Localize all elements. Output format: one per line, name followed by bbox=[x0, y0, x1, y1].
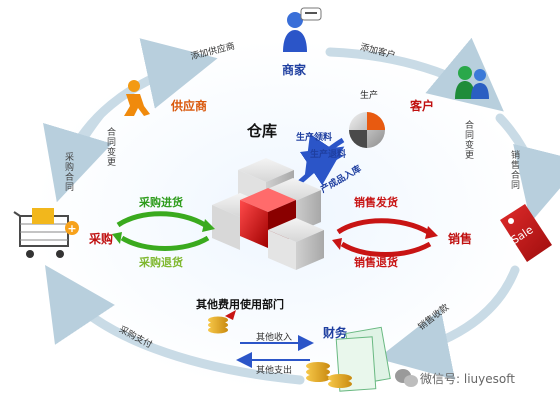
warehouse-label: 仓库 bbox=[247, 122, 278, 140]
production-sphere-icon bbox=[349, 112, 385, 148]
other-expense-coins-icon bbox=[208, 310, 236, 334]
purchase-contract-label: 采购合同 bbox=[63, 152, 73, 192]
customer-label: 客户 bbox=[410, 99, 435, 113]
ring-arc-finance-to-purchase bbox=[45, 265, 305, 385]
other-expense-dept-label: 其他费用使用部门 bbox=[196, 298, 284, 311]
sales-tag-icon: Sale bbox=[500, 204, 552, 262]
wechat-logo-icon bbox=[395, 369, 418, 387]
warehouse-cubes-icon bbox=[212, 158, 324, 270]
sales-return-arrow bbox=[340, 241, 432, 257]
customer-people-icon bbox=[455, 66, 489, 99]
purchase-in-label: 采购进货 bbox=[139, 196, 183, 209]
sales-ship-arrow bbox=[336, 218, 430, 235]
purchase-label: 采购 bbox=[89, 232, 114, 246]
sales-ship-label: 销售发货 bbox=[354, 196, 398, 209]
sales-label: 销售 bbox=[448, 232, 473, 246]
finance-label: 财务 bbox=[323, 326, 348, 340]
merchant-person-icon bbox=[283, 7, 322, 52]
sales-return-label: 销售退货 bbox=[354, 256, 398, 269]
svg-text:+: + bbox=[67, 222, 76, 235]
production-return-label: 生产退料 bbox=[310, 150, 347, 160]
supplier-label: 供应商 bbox=[171, 99, 208, 113]
production-return-arrow bbox=[298, 146, 345, 186]
contract-change-right-label: 合同变更 bbox=[463, 120, 473, 160]
purchase-return-label: 采购退货 bbox=[139, 256, 183, 269]
purchase-in-arrow bbox=[116, 211, 207, 228]
ring-arc-customer-to-sales bbox=[495, 113, 560, 223]
other-expense-out-label: 其他支出 bbox=[256, 366, 293, 376]
watermark-text: 微信号: liuyesoft bbox=[420, 372, 515, 386]
production-pick-label: 生产领料 bbox=[296, 133, 333, 143]
ring-arc-supplier-to-purchase bbox=[43, 110, 113, 203]
production-label: 生产 bbox=[360, 91, 379, 101]
finance-money-icon bbox=[306, 326, 391, 392]
merchant-label: 商家 bbox=[282, 63, 307, 77]
purchase-cart-icon: + bbox=[13, 208, 79, 258]
purchase-return-arrow bbox=[120, 235, 210, 251]
other-income-label: 其他收入 bbox=[256, 333, 293, 343]
ring-arc-sales-to-finance bbox=[377, 265, 520, 380]
supplier-runner-icon bbox=[124, 80, 150, 116]
contract-change-left-label: 合同变更 bbox=[105, 127, 115, 167]
sales-contract-label: 销售合同 bbox=[509, 150, 519, 190]
outer-ring bbox=[43, 37, 560, 385]
